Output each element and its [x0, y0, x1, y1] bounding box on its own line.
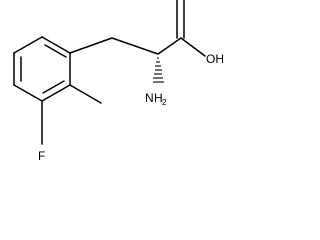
side-chain [69, 0, 206, 57]
methyl-bond [69, 84, 102, 104]
ch2-alpha-bond [111, 37, 159, 55]
ring-bond-lower-left [13, 84, 43, 102]
carboxyl-oh-bond [180, 37, 206, 57]
amine-hydrogen-count: 2 [162, 98, 167, 107]
amine-nitrogen-label: N [145, 91, 154, 105]
hashed-wedge-bond [153, 57, 164, 83]
fluorine-label: F [38, 149, 45, 163]
ring-bond-top-inner [44, 44, 67, 58]
benzene-ring [13, 36, 71, 102]
amine-hydrogen-label: H [154, 91, 163, 105]
ring-bond-upper-left [13, 36, 43, 54]
ring-bond-lower-right [41, 84, 71, 102]
ring-bond-top [41, 36, 71, 54]
ring-bond-lower-right-inner [42, 80, 65, 94]
alpha-carboxyl-bond [157, 37, 182, 55]
ring-substituents [41, 84, 102, 145]
chemical-structure: OH N H 2 F [13, 0, 224, 163]
benzyl-bond [69, 37, 113, 54]
amine-group: N H 2 [145, 91, 167, 107]
hydroxyl-label: OH [206, 52, 224, 66]
